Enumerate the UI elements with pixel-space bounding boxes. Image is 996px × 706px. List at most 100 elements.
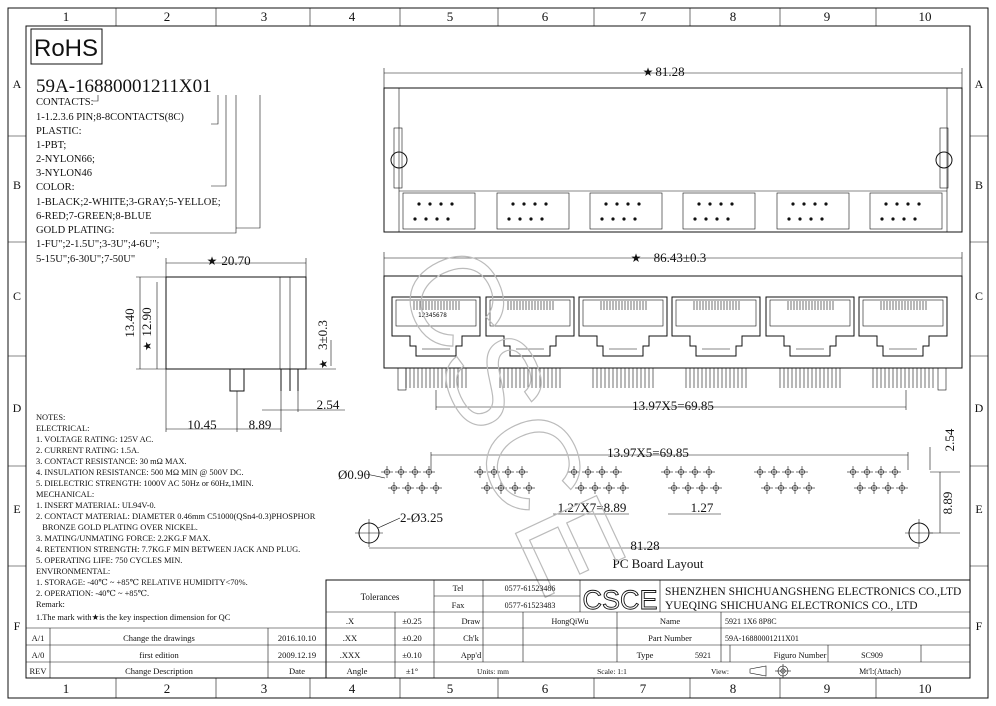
contact-dot [435, 217, 439, 221]
leader [236, 95, 261, 229]
dim-side-w2: 8.89 [249, 417, 272, 432]
tol-key: .XX [343, 633, 357, 643]
rohs-mark: RoHS [34, 35, 98, 62]
note-line: 1. STORAGE: -40℃ ~ +85℃ RELATIVE HUMIDIT… [36, 578, 248, 587]
dim-pcb-width: 81.28 [630, 538, 659, 553]
rj45-opening [391, 296, 481, 357]
note-line: 3. MATING/UNMATING FORCE: 2.2KG.F MAX. [36, 534, 211, 543]
row-label: F [14, 619, 21, 633]
contact-dot [824, 202, 828, 206]
rev-description: Change Description [125, 666, 193, 676]
contact-dot [880, 217, 884, 221]
col-label: 9 [824, 9, 831, 24]
col-label: 3 [261, 681, 268, 696]
view-label: View: [711, 667, 729, 676]
front-pins [397, 367, 947, 391]
front-body [383, 275, 963, 369]
mount-post [939, 127, 949, 189]
mount-hole-icon [935, 151, 953, 169]
col-label: 1 [63, 9, 70, 24]
top-body [383, 87, 963, 233]
col-label: 8 [730, 9, 737, 24]
dim-side-width: 20.70 [221, 253, 250, 268]
contact-dot [600, 217, 604, 221]
contact-dot [522, 202, 526, 206]
revision-row: A/0 first edition 2009.12.19 [32, 650, 317, 660]
mount-hole-icon [390, 151, 408, 169]
legend-line: 3-NYLON46 [36, 168, 92, 179]
contact-dot [540, 217, 544, 221]
col-label: 3 [261, 9, 268, 24]
column-labels-top: 1 2 3 4 5 6 7 8 9 10 [63, 9, 932, 24]
dim-side-w1: 10.45 [187, 417, 216, 432]
rev-code: A/0 [32, 650, 45, 660]
key-star-icon: ★ [207, 254, 218, 268]
contact-dot [529, 217, 533, 221]
col-label: 7 [640, 681, 647, 696]
contact-dot [884, 202, 888, 206]
col-label: 6 [542, 681, 549, 696]
contact-dot [413, 217, 417, 221]
leader [377, 517, 401, 529]
note-line: NOTES: [36, 413, 65, 422]
company-name-2: YUEQING SHICHUANG ELECTRONICS CO., LTD [665, 600, 918, 612]
tol-value: ±1° [406, 666, 418, 676]
dim-pcb-pin-pitch: 1.27X7=8.89 [558, 500, 627, 515]
leader [365, 473, 386, 479]
legend-line: 1-1.2.3.6 PIN;8-8CONTACTS(8C) [36, 112, 184, 123]
tol-key: Angle [347, 666, 368, 676]
contact-dot [798, 217, 802, 221]
col-label: 2 [164, 681, 171, 696]
row-labels-right: A B C D E F [975, 77, 984, 633]
note-line: 1. INSERT MATERIAL: UL94V-0. [36, 501, 156, 510]
legend-line: 5-15U";6-30U";7-50U" [36, 254, 135, 265]
fax-label: Fax [452, 600, 466, 610]
note-line: 4. RETENTION STRENGTH: 7.7KG.F MIN BETWE… [36, 545, 300, 554]
port-inner [675, 299, 757, 327]
dim-pcb-pitch: 13.97X5=69.85 [607, 445, 689, 460]
contact-dot [708, 202, 712, 206]
part-code-number: 59A-16880001211X01 [36, 76, 212, 97]
note-line: 1.The mark with★is the key inspection di… [36, 613, 231, 622]
side-post [229, 368, 245, 392]
col-label: 9 [824, 681, 831, 696]
col-label: 2 [164, 9, 171, 24]
port-window [589, 192, 663, 230]
units: Units: mm [477, 667, 509, 676]
contact-dot [615, 202, 619, 206]
row-labels-left: A B C D E F [13, 77, 22, 633]
projection-symbol-icon [749, 664, 791, 678]
note-line: 1. VOLTAGE RATING: 125V AC. [36, 435, 153, 444]
pin-number-label: 12345678 [418, 312, 447, 319]
legend-line: PLASTIC: [36, 126, 82, 137]
contact-dot [913, 217, 917, 221]
revision-table: A/1 Change the drawings 2016.10.10 A/0 f… [26, 627, 326, 678]
tol-value: ±0.20 [402, 633, 422, 643]
port-inner [395, 299, 477, 327]
rev-code: REV [30, 666, 48, 676]
rev-description: first edition [139, 650, 179, 660]
rev-description: Change the drawings [123, 633, 195, 643]
rohs-box [30, 28, 103, 65]
row-label: C [975, 289, 983, 303]
contact-dot [446, 217, 450, 221]
legend-line: 1-FU";2-1.5U";3-3U";4-6U"; [36, 239, 160, 250]
contact-dot [802, 202, 806, 206]
contact-dot [791, 202, 795, 206]
title-block: Tolerances Tel 0577-61523486 Fax 0577-61… [325, 579, 971, 679]
contact-dot [787, 217, 791, 221]
dim-pcb-mount: 2-Ø3.25 [400, 510, 443, 525]
frame-ticks [8, 8, 988, 698]
leader [93, 95, 99, 102]
figure-number-value: SC909 [861, 651, 883, 660]
row-label: A [975, 77, 984, 91]
contact-dot [533, 202, 537, 206]
company-logo: CSCE [582, 585, 657, 615]
note-line: 2. OPERATION: -40℃ ~ +85℃. [36, 589, 149, 598]
col-label: 8 [730, 681, 737, 696]
contact-dot [820, 217, 824, 221]
note-line: 3. CONTACT RESISTANCE: 30 mΩ MAX. [36, 457, 187, 466]
material: Mt'l:(Attach) [859, 667, 901, 676]
contact-dot [813, 202, 817, 206]
